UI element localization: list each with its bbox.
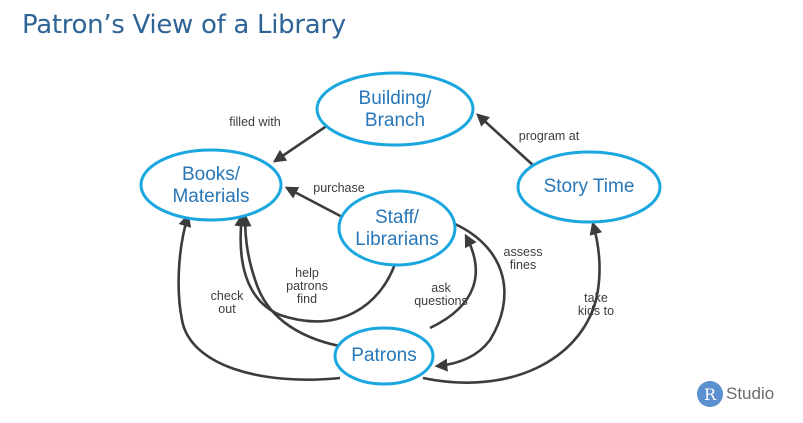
text-line: fines [510, 258, 536, 272]
page-title: Patron’s View of a Library [22, 10, 346, 40]
text-line: Materials [172, 186, 249, 207]
text-line: filled with [229, 115, 280, 129]
edge-take-kids [422, 221, 603, 384]
text-line: out [218, 302, 236, 316]
text-line: find [297, 292, 317, 306]
edge-assess-fines [434, 222, 506, 372]
node-books: Books/Materials [139, 148, 283, 222]
node-patrons: Patrons [333, 326, 435, 386]
edge-ask-questions [429, 233, 478, 330]
edge-program-at [476, 113, 536, 168]
label-program-at: program at [519, 129, 580, 143]
label-filled-with: filled with [229, 115, 280, 129]
text-line: ask [431, 281, 451, 295]
edge-check-out [177, 213, 341, 381]
text-line: Building/ [359, 88, 433, 109]
svg-text:Staff/Librarians: Staff/Librarians [355, 207, 438, 250]
text-line: Branch [365, 110, 425, 131]
node-building: Building/Branch [315, 71, 475, 147]
edge-patrons-to-books [238, 213, 351, 350]
text-line: Books/ [182, 164, 241, 185]
svg-text:Building/Branch: Building/Branch [359, 88, 433, 131]
node-story-time: Story Time [516, 150, 662, 224]
text-line: kids to [578, 304, 614, 318]
svg-text:Books/Materials: Books/Materials [172, 164, 249, 207]
text-line: Staff/ [375, 207, 420, 228]
svg-text:Story Time: Story Time [544, 176, 635, 197]
text-line: questions [414, 294, 468, 308]
text-line: help [295, 266, 319, 280]
text-line: purchase [313, 181, 364, 195]
text-line: Librarians [355, 229, 438, 250]
rstudio-logo: R Studio [697, 381, 774, 407]
edge-purchase [284, 186, 349, 222]
text-line: patrons [286, 279, 328, 293]
edge-filled-with [272, 119, 335, 163]
text-line: assess [504, 245, 543, 259]
text-line: take [584, 291, 608, 305]
rstudio-r-icon: R [697, 381, 723, 407]
label-purchase: purchase [313, 181, 364, 195]
text-line: Story Time [544, 176, 635, 197]
text-line: program at [519, 129, 580, 143]
text-line: Patrons [351, 345, 416, 366]
node-staff: Staff/Librarians [337, 189, 457, 267]
svg-text:Patrons: Patrons [351, 345, 416, 366]
rstudio-wordmark: Studio [726, 384, 775, 403]
text-line: check [211, 289, 244, 303]
edge-help-find [234, 213, 397, 323]
